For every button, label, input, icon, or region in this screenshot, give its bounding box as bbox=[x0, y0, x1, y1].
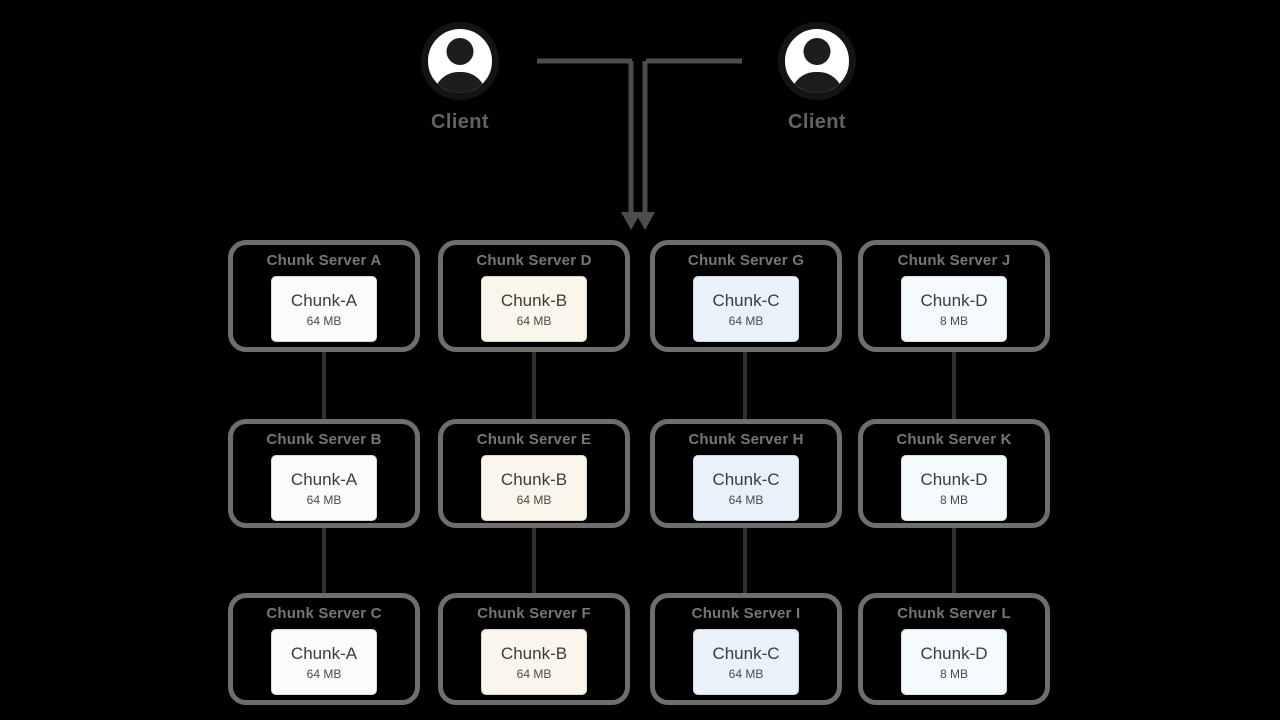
server-card-d: Chunk Server D Chunk-B 64 MB bbox=[438, 240, 630, 352]
chunk-size: 64 MB bbox=[516, 313, 552, 328]
chunk-name: Chunk-B bbox=[500, 290, 568, 310]
person-head bbox=[446, 38, 474, 65]
person-torso bbox=[434, 72, 486, 93]
client-node-left: Client bbox=[390, 22, 530, 134]
server-title: Chunk Server L bbox=[897, 605, 1011, 622]
chunk-name: Chunk-C bbox=[712, 643, 780, 663]
server-title: Chunk Server B bbox=[266, 431, 382, 448]
chunk-box: Chunk-D 8 MB bbox=[901, 455, 1007, 521]
person-icon bbox=[778, 22, 856, 100]
chunk-name: Chunk-D bbox=[920, 469, 988, 489]
server-card-k: Chunk Server K Chunk-D 8 MB bbox=[858, 419, 1050, 528]
server-card-l: Chunk Server L Chunk-D 8 MB bbox=[858, 593, 1050, 705]
server-card-j: Chunk Server J Chunk-D 8 MB bbox=[858, 240, 1050, 352]
person-head bbox=[803, 38, 831, 65]
chunk-name: Chunk-A bbox=[290, 469, 358, 489]
server-card-c: Chunk Server C Chunk-A 64 MB bbox=[228, 593, 420, 705]
arrow-down-icon bbox=[621, 212, 641, 230]
server-card-a: Chunk Server A Chunk-A 64 MB bbox=[228, 240, 420, 352]
server-card-i: Chunk Server I Chunk-C 64 MB bbox=[650, 593, 842, 705]
server-title: Chunk Server G bbox=[687, 252, 805, 269]
chunk-box: Chunk-C 64 MB bbox=[693, 629, 799, 695]
chunk-name: Chunk-C bbox=[712, 469, 780, 489]
chunk-size: 64 MB bbox=[516, 666, 552, 681]
server-title: Chunk Server J bbox=[897, 252, 1011, 269]
chunk-box: Chunk-B 64 MB bbox=[481, 455, 587, 521]
chunk-size: 64 MB bbox=[728, 666, 764, 681]
server-card-g: Chunk Server G Chunk-C 64 MB bbox=[650, 240, 842, 352]
chunk-box: Chunk-C 64 MB bbox=[693, 276, 799, 342]
chunk-box: Chunk-B 64 MB bbox=[481, 276, 587, 342]
chunk-size: 8 MB bbox=[939, 492, 968, 507]
chunk-size: 64 MB bbox=[728, 492, 764, 507]
client-label: Client bbox=[431, 111, 489, 133]
server-card-b: Chunk Server B Chunk-A 64 MB bbox=[228, 419, 420, 528]
chunk-name: Chunk-D bbox=[920, 643, 988, 663]
server-card-f: Chunk Server F Chunk-B 64 MB bbox=[438, 593, 630, 705]
chunk-size: 8 MB bbox=[939, 313, 968, 328]
chunk-box: Chunk-D 8 MB bbox=[901, 629, 1007, 695]
chunk-name: Chunk-A bbox=[290, 290, 358, 310]
chunk-size: 64 MB bbox=[306, 492, 342, 507]
chunk-name: Chunk-A bbox=[290, 643, 358, 663]
server-title: Chunk Server A bbox=[266, 252, 382, 269]
chunk-box: Chunk-C 64 MB bbox=[693, 455, 799, 521]
chunk-size: 64 MB bbox=[306, 666, 342, 681]
chunk-size: 8 MB bbox=[939, 666, 968, 681]
chunk-name: Chunk-D bbox=[920, 290, 988, 310]
server-title: Chunk Server K bbox=[896, 431, 1012, 448]
chunk-size: 64 MB bbox=[728, 313, 764, 328]
server-title: Chunk Server C bbox=[266, 605, 382, 622]
chunk-box: Chunk-D 8 MB bbox=[901, 276, 1007, 342]
chunk-box: Chunk-A 64 MB bbox=[271, 455, 377, 521]
server-title: Chunk Server D bbox=[476, 252, 592, 269]
server-card-e: Chunk Server E Chunk-B 64 MB bbox=[438, 419, 630, 528]
client-node-right: Client bbox=[747, 22, 887, 134]
chunk-box: Chunk-B 64 MB bbox=[481, 629, 587, 695]
client-label: Client bbox=[788, 111, 846, 133]
chunk-size: 64 MB bbox=[306, 313, 342, 328]
person-icon bbox=[421, 22, 499, 100]
server-title: Chunk Server E bbox=[476, 431, 592, 448]
chunk-name: Chunk-B bbox=[500, 469, 568, 489]
arrow-down-icon bbox=[635, 212, 655, 230]
server-title: Chunk Server I bbox=[691, 605, 801, 622]
server-title: Chunk Server F bbox=[477, 605, 591, 622]
chunk-box: Chunk-A 64 MB bbox=[271, 276, 377, 342]
chunk-size: 64 MB bbox=[516, 492, 552, 507]
person-torso bbox=[791, 72, 843, 93]
chunk-box: Chunk-A 64 MB bbox=[271, 629, 377, 695]
server-card-h: Chunk Server H Chunk-C 64 MB bbox=[650, 419, 842, 528]
chunk-name: Chunk-B bbox=[500, 643, 568, 663]
chunk-name: Chunk-C bbox=[712, 290, 780, 310]
server-title: Chunk Server H bbox=[688, 431, 804, 448]
